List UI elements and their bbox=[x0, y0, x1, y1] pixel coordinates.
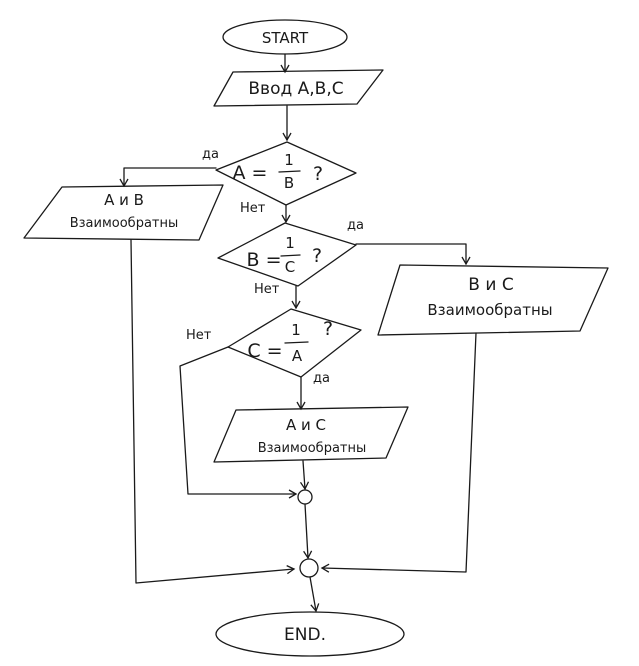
decision-ca-denominator: A bbox=[292, 347, 303, 365]
end-label: END. bbox=[284, 625, 326, 645]
decision-ca-condition: C = 1 A ? bbox=[247, 318, 333, 365]
decision-bc-diamond bbox=[217, 222, 357, 287]
connector-output-bc-junction bbox=[320, 332, 477, 573]
output-ab-parallelogram bbox=[23, 184, 224, 241]
decision-ab-condition: A = 1 B ? bbox=[233, 151, 324, 192]
connector-junction1-junction2 bbox=[303, 503, 313, 560]
decision-ca-question-mark: ? bbox=[323, 318, 333, 340]
decision-ab-numerator: 1 bbox=[284, 151, 294, 169]
decision-ca-numerator: 1 bbox=[291, 321, 301, 339]
decision-ca-yes-label: да bbox=[313, 371, 330, 386]
decision-ab-fraction-bar bbox=[278, 170, 301, 173]
output-bc-pair: B и C bbox=[468, 275, 513, 295]
input-parallelogram bbox=[213, 69, 384, 107]
decision-ab-yes-label: да bbox=[202, 147, 219, 162]
decision-bc-yes-label: да bbox=[347, 218, 364, 233]
input-label: Ввод A,B,C bbox=[248, 79, 343, 99]
junction-1 bbox=[297, 489, 313, 505]
decision-bc-lhs: B = bbox=[247, 249, 282, 271]
decision-ab-question-mark: ? bbox=[313, 163, 323, 185]
decision-ab-no-label: Нет bbox=[240, 201, 266, 216]
output-bc-word: Взаимообратны bbox=[427, 301, 552, 319]
decision-bc-condition: B = 1 C ? bbox=[247, 234, 323, 276]
decision-ca-fraction-bar bbox=[284, 341, 309, 344]
connector-output-ac-junction bbox=[299, 460, 310, 491]
output-ac-pair: A и C bbox=[286, 416, 326, 434]
connector-output-ab-junction bbox=[130, 239, 296, 584]
start-label: START bbox=[262, 29, 309, 47]
decision-bc-denominator: C bbox=[285, 258, 295, 276]
connector-decision-ab-yes bbox=[119, 167, 217, 188]
decision-bc-question-mark: ? bbox=[312, 245, 322, 267]
decision-bc-no-label: Нет bbox=[254, 282, 280, 297]
decision-ab-lhs: A = bbox=[233, 162, 268, 184]
decision-bc-numerator: 1 bbox=[285, 234, 295, 252]
decision-bc-fraction-bar bbox=[280, 254, 301, 257]
decision-ca-no-label: Нет bbox=[186, 328, 212, 343]
output-ab-pair: A и B bbox=[104, 191, 144, 209]
decision-ca-lhs: C = bbox=[247, 340, 282, 362]
output-bc-parallelogram bbox=[377, 264, 609, 336]
output-ac-word: Взаимообратны bbox=[258, 441, 367, 456]
decision-ab-denominator: B bbox=[284, 174, 294, 192]
output-ac-parallelogram bbox=[213, 406, 409, 463]
connector-decision-ca-no bbox=[179, 346, 298, 499]
end-terminator bbox=[215, 611, 405, 657]
connector-decision-bc-yes bbox=[355, 243, 471, 266]
output-ab-word: Взаимообратны bbox=[70, 216, 179, 231]
junction-2 bbox=[299, 558, 319, 578]
connector-junction2-end bbox=[309, 576, 320, 613]
